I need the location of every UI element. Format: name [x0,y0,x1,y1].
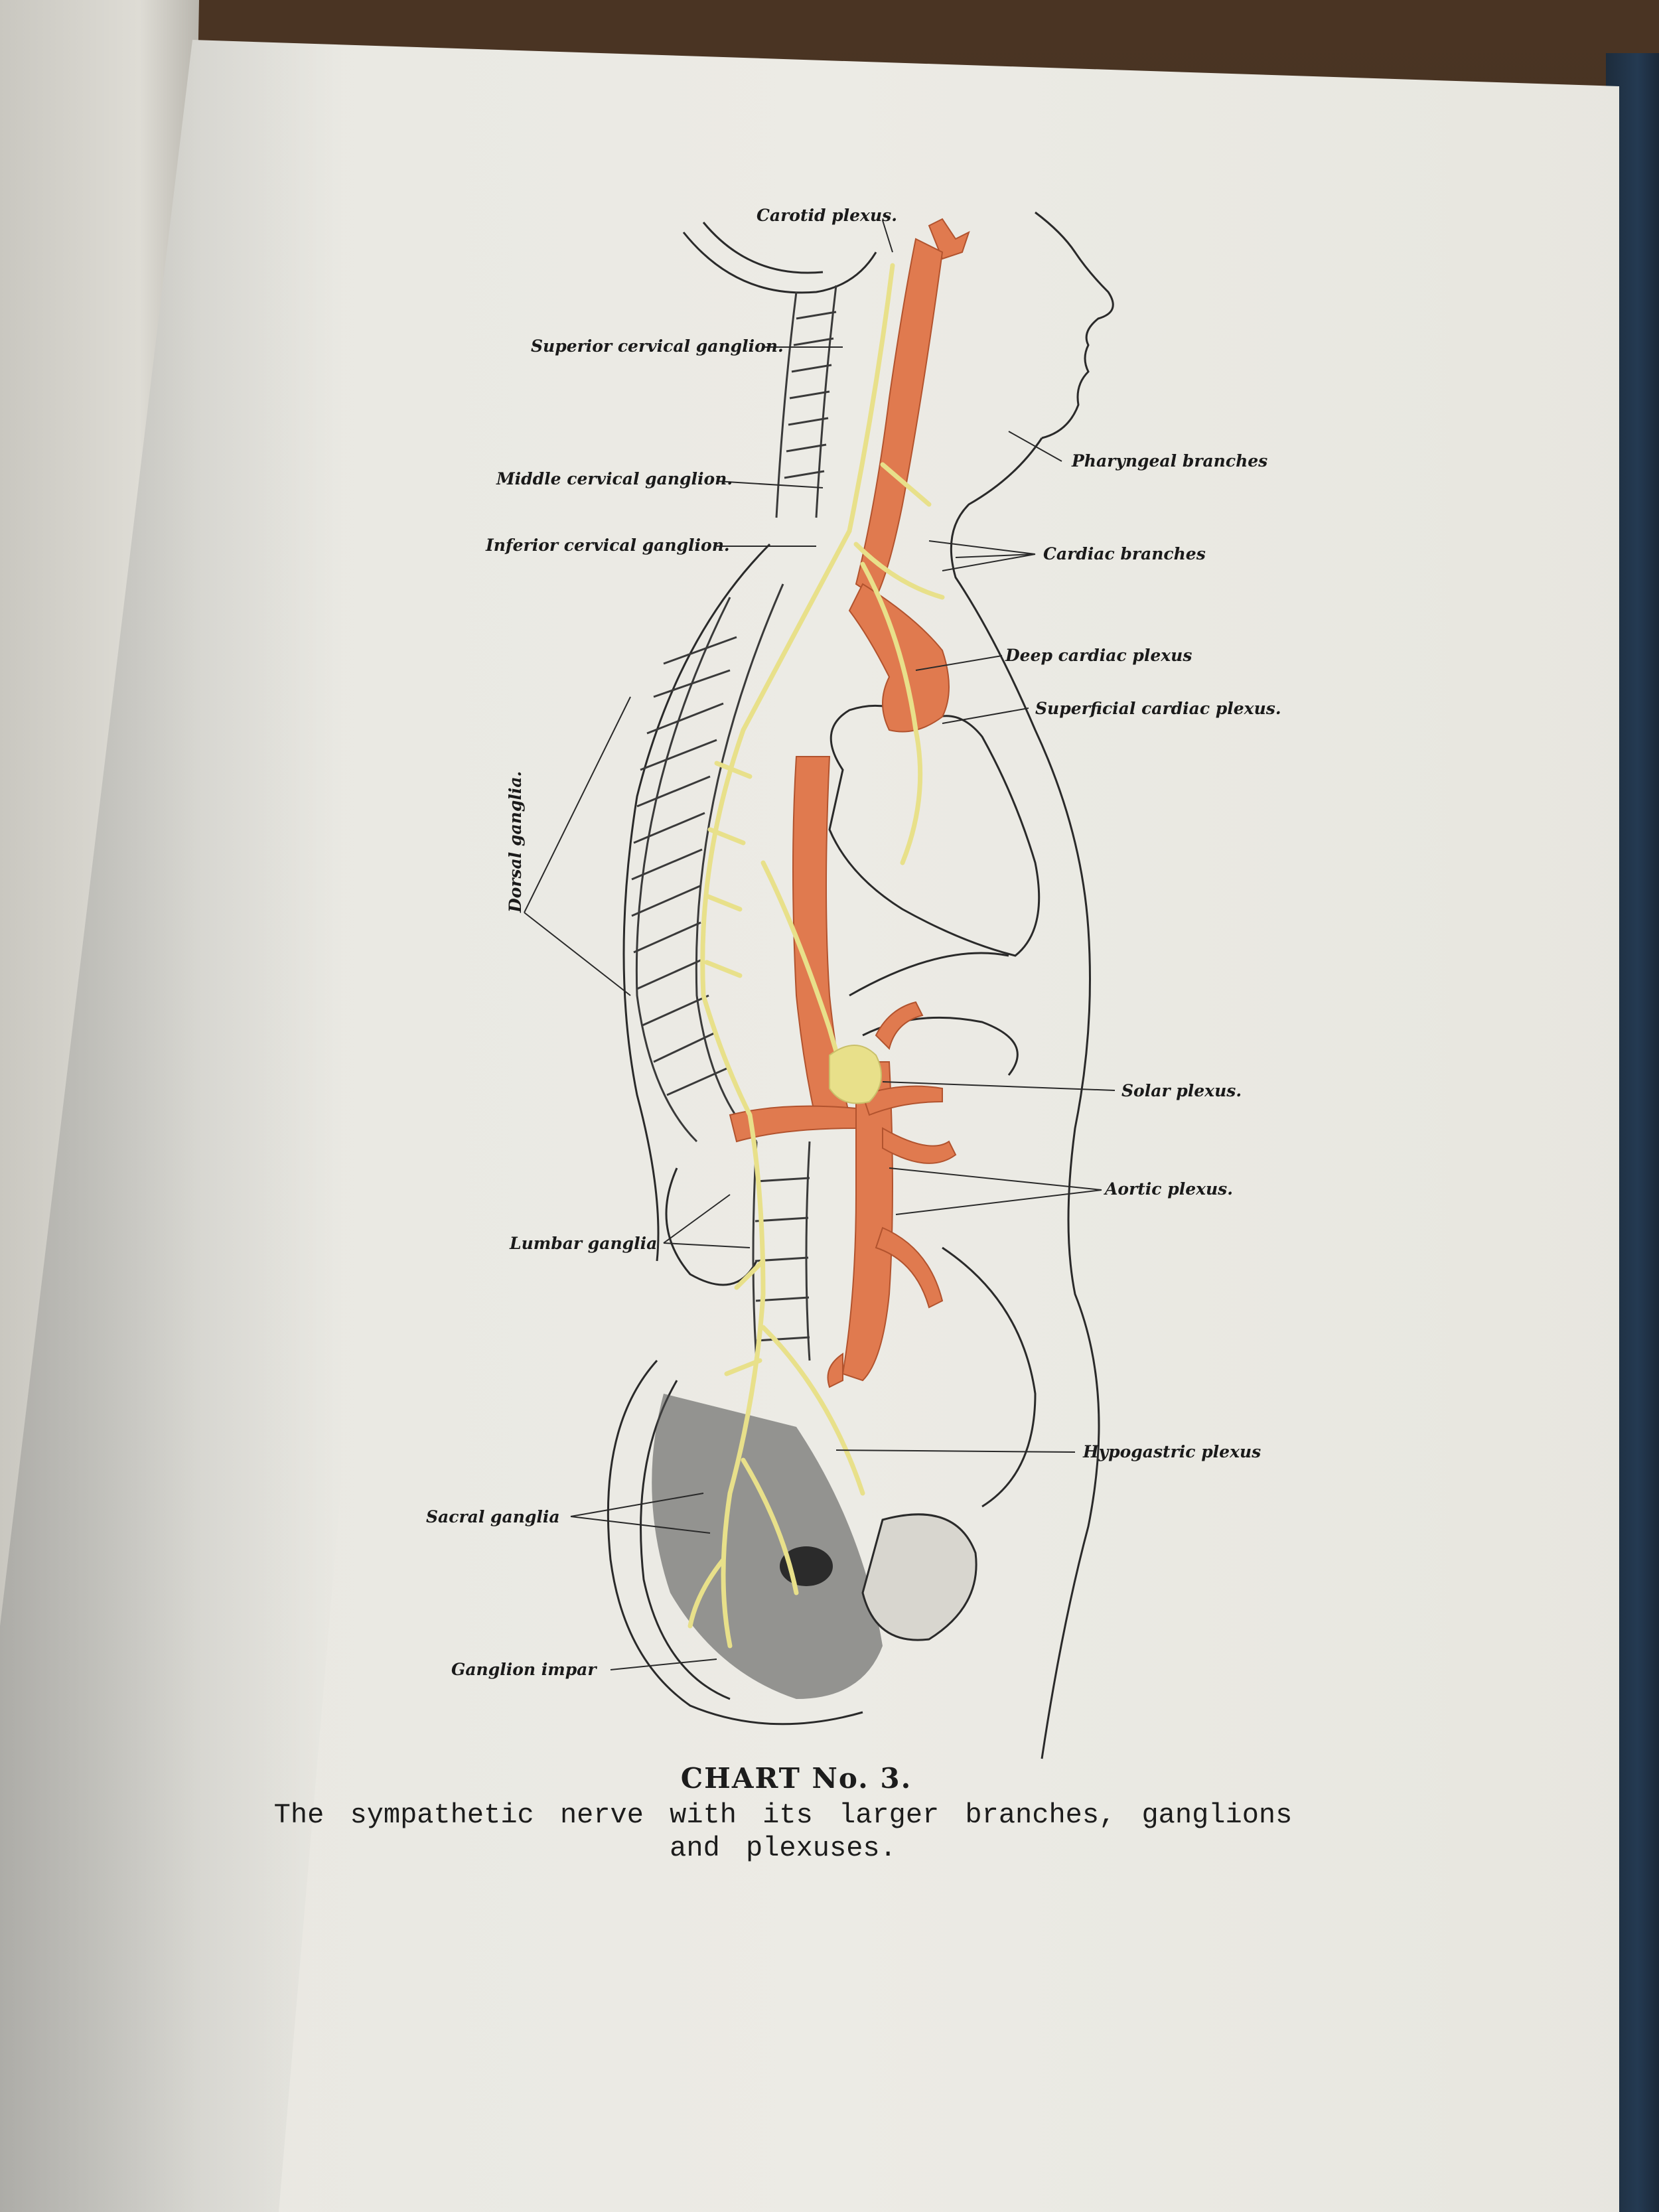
label-pharyngeal-branches: Pharyngeal branches [1071,451,1267,471]
label-sacral-ganglia: Sacral ganglia [426,1507,560,1526]
rib-cage [631,583,784,1143]
pelvic-cavity [652,1394,883,1699]
bladder [861,1513,977,1641]
label-lumbar-ganglia: Lumbar ganglia [509,1234,657,1253]
label-cardiac-branches: Cardiac branches [1043,544,1206,563]
label-superficial-cardiac-plexus: Superficial cardiac plexus. [1035,699,1281,718]
label-solar-plexus: Solar plexus. [1121,1081,1242,1100]
arteries [729,218,970,1388]
label-dorsal-ganglia: Dorsal ganglia. [506,771,525,913]
label-aortic-plexus: Aortic plexus. [1104,1179,1233,1199]
label-hypogastric-plexus: Hypogastric plexus [1082,1442,1261,1461]
label-inferior-cervical-ganglion: Inferior cervical ganglion. [485,536,730,555]
label-superior-cervical-ganglion: Superior cervical ganglion. [531,336,784,356]
solar-plexus-mass [829,1045,882,1104]
body-outline [607,211,1114,1759]
label-deep-cardiac-plexus: Deep cardiac plexus [1005,646,1192,665]
label-ganglion-impar: Ganglion impar [451,1660,597,1679]
label-carotid-plexus: Carotid plexus. [757,206,897,225]
cervical-spine [775,285,837,518]
leader-lines [524,220,1116,1670]
lumbar-spine [752,1141,811,1361]
label-middle-cervical-ganglion: Middle cervical ganglion. [496,469,733,488]
sympathetic-chain [687,263,945,1649]
chart-caption-text: The sympathetic nerve with its larger br… [273,1799,1293,1864]
chart-caption-title: CHART No. 3. [680,1762,912,1795]
